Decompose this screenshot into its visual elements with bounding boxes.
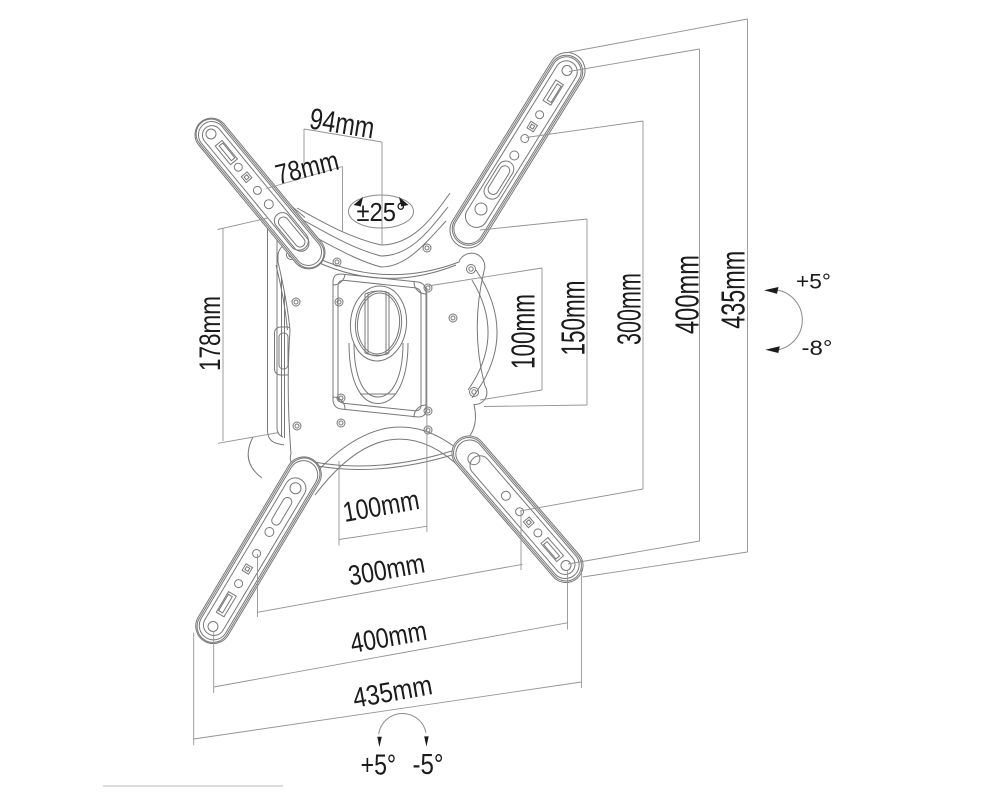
svg-text:435mm: 435mm [715, 251, 752, 329]
svg-text:-5°: -5° [413, 749, 444, 781]
svg-text:100mm: 100mm [505, 294, 542, 369]
svg-text:+5°: +5° [361, 749, 397, 781]
svg-text:150mm: 150mm [555, 281, 592, 356]
svg-text:300mm: 300mm [611, 273, 648, 345]
svg-text:±25°: ±25° [357, 197, 406, 227]
svg-text:400mm: 400mm [669, 255, 706, 334]
svg-text:+5°: +5° [796, 271, 831, 294]
svg-text:178mm: 178mm [194, 296, 227, 371]
svg-text:-8°: -8° [802, 337, 833, 360]
